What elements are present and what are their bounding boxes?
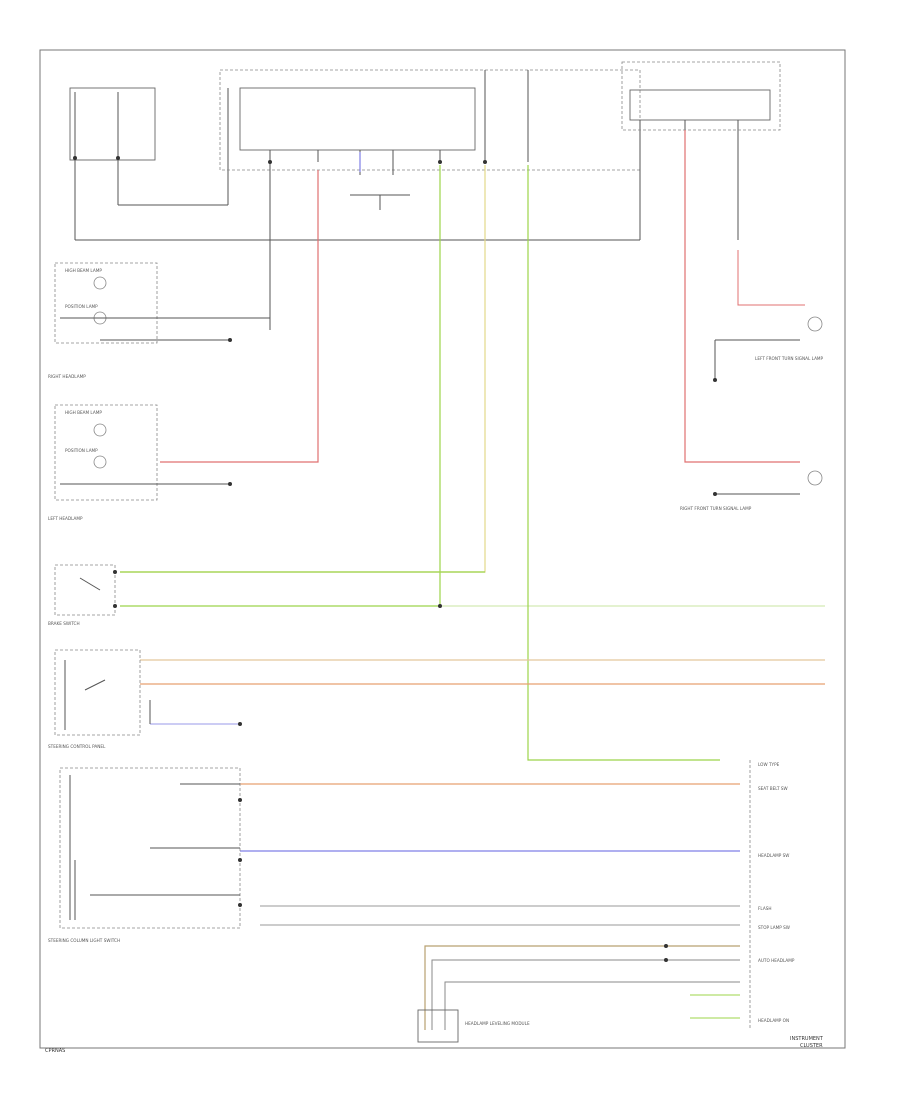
wire-red-right-turn bbox=[684, 130, 800, 463]
steering-column-switch: STEERING COLUMN LIGHT SWITCH bbox=[48, 767, 242, 943]
steering-column-switch-label: STEERING COLUMN LIGHT SWITCH bbox=[48, 938, 120, 943]
cluster-pin-4: FLASH bbox=[758, 906, 772, 911]
wire-red-left-headlamp bbox=[160, 170, 319, 463]
high-beam-left-label: HIGH BEAM LAMP bbox=[65, 410, 102, 415]
footer-right-label-2: CLUSTER bbox=[800, 1043, 823, 1049]
wire-green-low-type bbox=[527, 165, 720, 761]
cluster-pin-5: STOP LAMP SW bbox=[758, 925, 790, 930]
instrument-cluster: LOW TYPE SEAT BELT SW HEADLAMP SW FLASH … bbox=[664, 760, 795, 1030]
right-headlamp: RIGHT HEADLAMP HIGH BEAM LAMP POSITION L… bbox=[48, 262, 270, 379]
wire-auto-headlamp bbox=[424, 945, 740, 1030]
steering-control-panel: STEERING CONTROL PANEL bbox=[48, 649, 242, 749]
steering-control-label: STEERING CONTROL PANEL bbox=[48, 744, 106, 749]
cluster-pin-7: HEADLAMP ON bbox=[758, 1018, 789, 1023]
diagram-frame bbox=[39, 49, 846, 1049]
cluster-pin-2: SEAT BELT SW bbox=[758, 786, 788, 791]
front-right-turn-lamp: RIGHT FRONT TURN SIGNAL LAMP bbox=[680, 470, 823, 511]
high-beam-right-label: HIGH BEAM LAMP bbox=[65, 268, 102, 273]
leveling-module-label: HEADLAMP LEVELING MODULE bbox=[465, 1021, 530, 1026]
wire-yellow-brake-top bbox=[120, 165, 486, 573]
cluster-pin-1: LOW TYPE bbox=[758, 762, 780, 767]
turn-signal-relay bbox=[621, 61, 781, 240]
cluster-pin-3: HEADLAMP SW bbox=[758, 853, 789, 858]
headlamp-leveling-module: HEADLAMP LEVELING MODULE bbox=[417, 1009, 530, 1043]
cluster-pin-6: AUTO HEADLAMP bbox=[758, 958, 795, 963]
parking-left-label: POSITION LAMP bbox=[65, 448, 98, 453]
front-left-turn-lamp: LEFT FRONT TURN SIGNAL LAMP bbox=[713, 316, 824, 382]
parking-right-label: POSITION LAMP bbox=[65, 304, 98, 309]
power-distribution-block bbox=[69, 69, 641, 241]
left-headlamp: LEFT HEADLAMP HIGH BEAM LAMP POSITION LA… bbox=[48, 404, 232, 521]
wire-levelling-1 bbox=[444, 981, 740, 1030]
wire-auto-headlamp-2 bbox=[431, 959, 740, 1030]
wire-red-right-upper bbox=[737, 250, 805, 306]
brake-switch-label: BRAKE SWITCH bbox=[48, 621, 80, 626]
front-left-turn-label: LEFT FRONT TURN SIGNAL LAMP bbox=[755, 356, 824, 361]
wire-green-brake bbox=[120, 165, 441, 607]
left-headlamp-label: LEFT HEADLAMP bbox=[48, 516, 83, 521]
right-headlamp-label: RIGHT HEADLAMP bbox=[48, 374, 86, 379]
footer-left-label: CPRNAS bbox=[45, 1048, 65, 1054]
front-right-turn-label: RIGHT FRONT TURN SIGNAL LAMP bbox=[680, 506, 752, 511]
footer-right-label-1: INSTRUMENT bbox=[790, 1036, 824, 1042]
brake-switch: BRAKE SWITCH bbox=[48, 564, 442, 626]
